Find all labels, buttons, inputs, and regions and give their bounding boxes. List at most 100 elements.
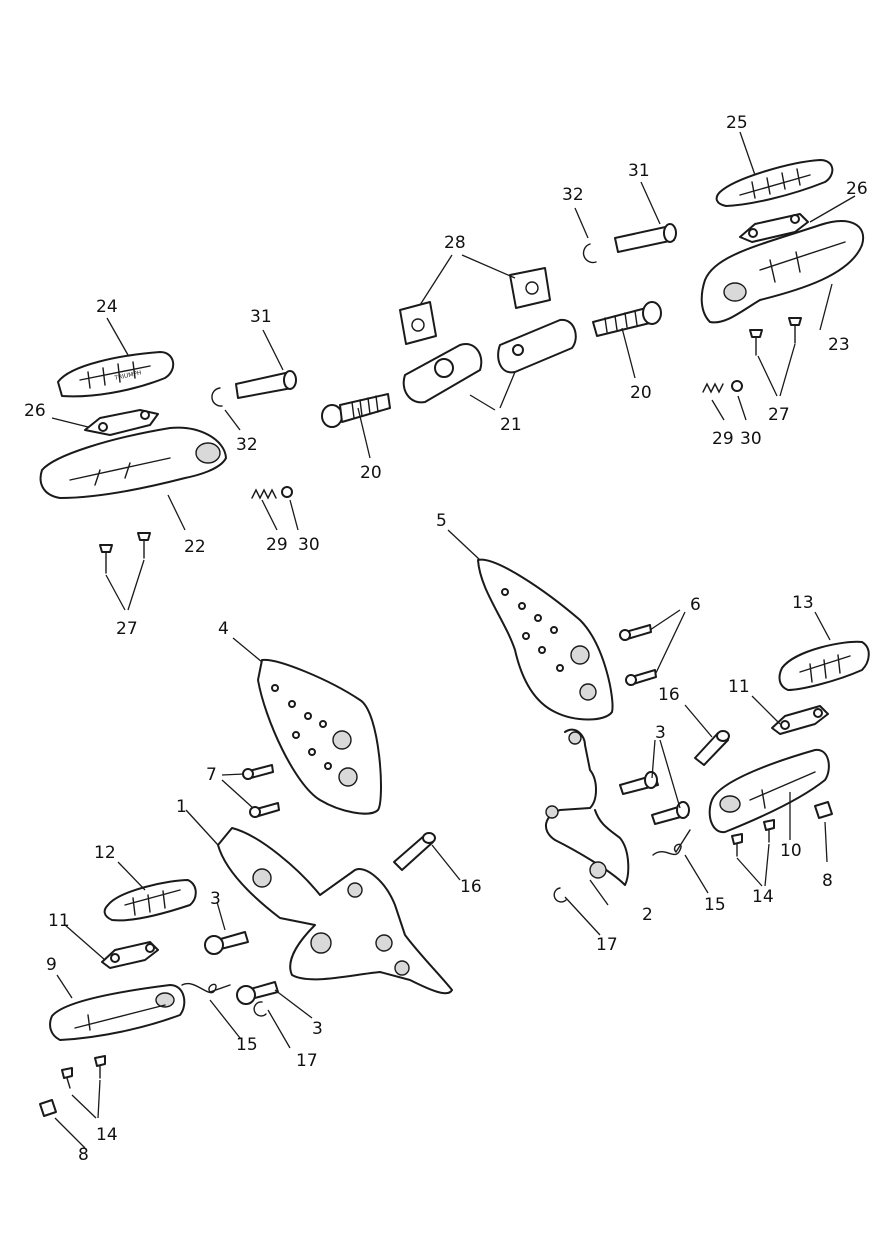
callout-32-left: 32 — [236, 435, 258, 455]
callout-21: 21 — [500, 415, 522, 435]
footrest-hanger-21-right — [497, 318, 577, 374]
callout-17-right: 17 — [596, 935, 618, 955]
screw-14-left-a — [61, 1067, 73, 1089]
spring-right — [702, 382, 724, 394]
callout-10: 10 — [780, 841, 802, 861]
callout-30-right: 30 — [740, 429, 762, 449]
callout-25: 25 — [726, 113, 748, 133]
callout-4: 4 — [218, 619, 229, 639]
callout-20-left: 20 — [360, 463, 382, 483]
footrest-bracket-plate-left — [84, 409, 159, 436]
e-clip-17-right — [553, 887, 567, 903]
nut-8-left — [39, 1099, 57, 1117]
spring-left — [251, 488, 277, 500]
screw-14-left-b — [94, 1055, 106, 1079]
screw-14-right-b — [763, 819, 775, 843]
pivot-pin-16-right — [694, 730, 730, 766]
plate-11-left — [101, 941, 159, 969]
heel-guard-5 — [477, 558, 614, 721]
e-clip-right — [582, 243, 597, 264]
callout-29-left: 29 — [266, 535, 288, 555]
callout-14-left: 14 — [96, 1125, 118, 1145]
callout-31-right: 31 — [628, 161, 650, 181]
spring-15-right — [652, 829, 691, 856]
gear-lever-2 — [545, 728, 630, 886]
plate-11-right — [771, 705, 829, 735]
screw-6-a — [619, 624, 652, 641]
screw-7-a — [242, 764, 274, 780]
callout-3-left-lower: 3 — [312, 1019, 323, 1039]
callout-13: 13 — [792, 593, 814, 613]
callout-28: 28 — [444, 233, 466, 253]
callout-16-left: 16 — [460, 877, 482, 897]
callout-7: 7 — [206, 765, 217, 785]
callout-5: 5 — [436, 511, 447, 531]
callout-27-left: 27 — [116, 619, 138, 639]
callout-30-left: 30 — [298, 535, 320, 555]
callout-15-left: 15 — [236, 1035, 258, 1055]
bolt-3-right-a — [619, 771, 659, 795]
screw-27-right-b — [788, 317, 802, 344]
rear-footrest-rubber-left — [57, 351, 175, 398]
callout-3-left-upper: 3 — [210, 889, 221, 909]
callout-14-right: 14 — [752, 887, 774, 907]
rear-footrest-left — [39, 426, 227, 499]
callout-20-right: 20 — [630, 383, 652, 403]
footrest-hanger-21-left — [402, 343, 483, 404]
callout-8-left: 8 — [78, 1145, 89, 1165]
screw-14-right-a — [731, 833, 743, 857]
rear-footrest-rubber-right — [715, 159, 834, 207]
callout-15-right: 15 — [704, 895, 726, 915]
e-clip-17-left — [253, 1001, 267, 1017]
callout-11-left: 11 — [48, 911, 70, 931]
callout-27-right: 27 — [768, 405, 790, 425]
heel-guard-4 — [257, 658, 382, 815]
bolt-20-right — [592, 301, 662, 337]
nut-8-right — [814, 801, 833, 819]
screw-27-left-b — [137, 532, 151, 559]
callout-12: 12 — [94, 843, 116, 863]
bolt-20-left — [321, 393, 391, 428]
callout-6: 6 — [690, 595, 701, 615]
pivot-pin-16-left — [393, 832, 436, 871]
screw-7-b — [249, 802, 280, 818]
footrest-bracket-plate-right — [739, 213, 809, 243]
callout-9: 9 — [46, 955, 57, 975]
footrest-bracket-1 — [217, 827, 453, 995]
leader-lines — [51, 131, 856, 1149]
e-clip-left — [211, 387, 223, 407]
callout-26-left: 26 — [24, 401, 46, 421]
ball-left — [281, 486, 293, 498]
bolt-3-right-b — [651, 801, 690, 825]
callout-3-right: 3 — [655, 723, 666, 743]
clip-28-left — [399, 301, 437, 345]
screw-27-right-a — [749, 329, 763, 356]
footpeg-rubber-12 — [103, 879, 197, 922]
callout-2: 2 — [642, 905, 653, 925]
callout-29-right: 29 — [712, 429, 734, 449]
footpeg-10 — [708, 748, 830, 834]
callout-24: 24 — [96, 297, 118, 317]
bolt-3-left-a — [204, 931, 249, 955]
footpeg-rubber-13 — [778, 640, 870, 691]
callout-1: 1 — [176, 797, 187, 817]
screw-27-left-a — [99, 544, 113, 574]
callout-17-left: 17 — [296, 1051, 318, 1071]
footrest-pin-right — [614, 223, 677, 253]
clip-28-right — [509, 267, 551, 309]
callout-11-right: 11 — [728, 677, 750, 697]
rear-footrest-right — [700, 220, 865, 324]
callout-23: 23 — [828, 335, 850, 355]
bolt-3-left-b — [236, 981, 279, 1005]
spring-15-left — [181, 982, 231, 994]
footpeg-9 — [49, 984, 186, 1041]
callout-22: 22 — [184, 537, 206, 557]
screw-6-b — [625, 669, 657, 686]
callout-16-right: 16 — [658, 685, 680, 705]
callout-26-right: 26 — [846, 179, 868, 199]
callout-8-right: 8 — [822, 871, 833, 891]
callouts: 1 2 3 3 3 4 5 6 7 8 8 9 10 11 11 12 13 1… — [24, 113, 868, 1165]
callout-31-left: 31 — [250, 307, 272, 327]
